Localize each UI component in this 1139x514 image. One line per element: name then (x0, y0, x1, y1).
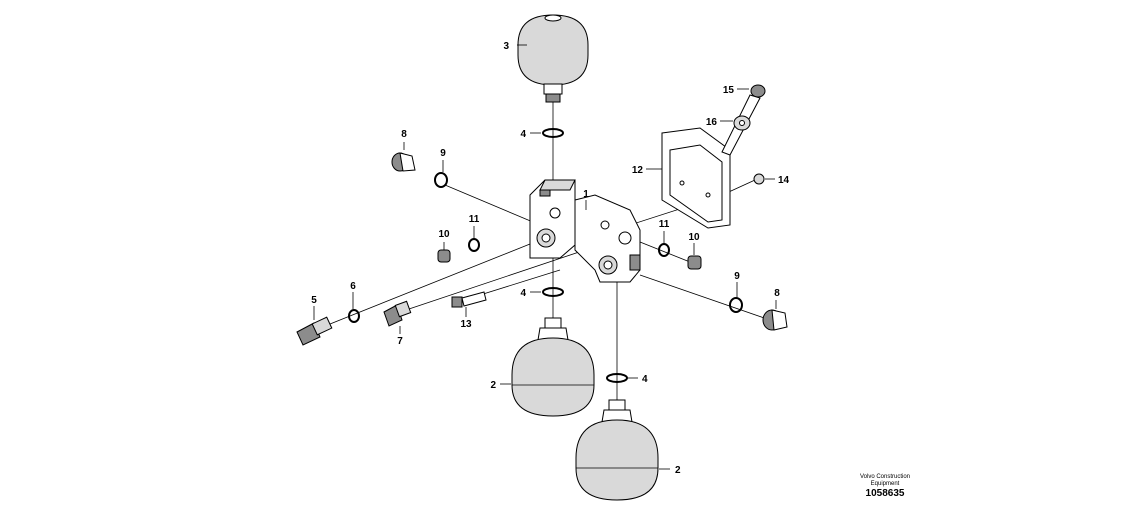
washer-16 (733, 115, 751, 131)
screw-13 (451, 291, 487, 308)
label-part-4-middle: 4 (520, 288, 526, 299)
plug-right (762, 309, 788, 331)
label-part-9-right: 9 (734, 271, 740, 282)
manufacturer-credit: Volvo Construction Equipment (838, 474, 932, 488)
label-part-11-left: 11 (469, 214, 480, 225)
plug-10-left (437, 249, 451, 263)
label-part-4-bottom: 4 (642, 374, 648, 385)
nut-14 (753, 173, 765, 185)
o-ring-9-right (729, 297, 743, 313)
label-part-3: 3 (503, 41, 509, 52)
washer-11-right (658, 243, 670, 257)
label-part-6: 6 (350, 281, 356, 292)
label-part-8-left: 8 (401, 129, 407, 140)
accumulator-top (517, 14, 589, 103)
valve-block (529, 179, 641, 283)
accumulator-right (575, 399, 659, 501)
label-part-9-left: 9 (440, 148, 446, 159)
callout-labels: 3 4 4 4 2 2 1 8 9 10 11 11 10 9 8 5 6 7 … (311, 41, 789, 476)
label-part-13: 13 (460, 319, 472, 330)
leader-lines (313, 44, 777, 470)
label-part-15: 15 (723, 85, 735, 96)
label-part-5: 5 (311, 295, 317, 306)
label-part-14: 14 (778, 175, 790, 186)
pressure-sensor-7 (383, 300, 412, 327)
washer-6 (348, 309, 360, 323)
brand-line-1: Volvo Construction (859, 474, 911, 480)
label-part-4-top: 4 (520, 129, 526, 140)
label-part-12: 12 (632, 165, 644, 176)
label-part-2-right: 2 (675, 465, 681, 476)
label-part-10-right: 10 (688, 232, 700, 243)
pressure-sensor-5 (296, 316, 333, 346)
label-part-7: 7 (397, 336, 403, 347)
brand-line-2: Equipment (870, 481, 900, 487)
plug-left (391, 152, 416, 172)
label-part-16: 16 (706, 117, 718, 128)
label-part-8-right: 8 (774, 288, 780, 299)
washer-11-left (468, 238, 480, 252)
label-part-11-right: 11 (659, 219, 670, 230)
drawing-number: 1058635 (865, 488, 905, 499)
label-part-1: 1 (583, 189, 589, 200)
accumulator-left (511, 317, 595, 417)
o-ring-middle (542, 287, 564, 297)
plug-10-right (687, 255, 702, 270)
o-ring-9-left (434, 172, 448, 188)
bracket-12 (661, 127, 731, 229)
label-part-10-left: 10 (438, 229, 450, 240)
label-part-2-left: 2 (490, 380, 496, 391)
o-ring-top (542, 128, 564, 138)
